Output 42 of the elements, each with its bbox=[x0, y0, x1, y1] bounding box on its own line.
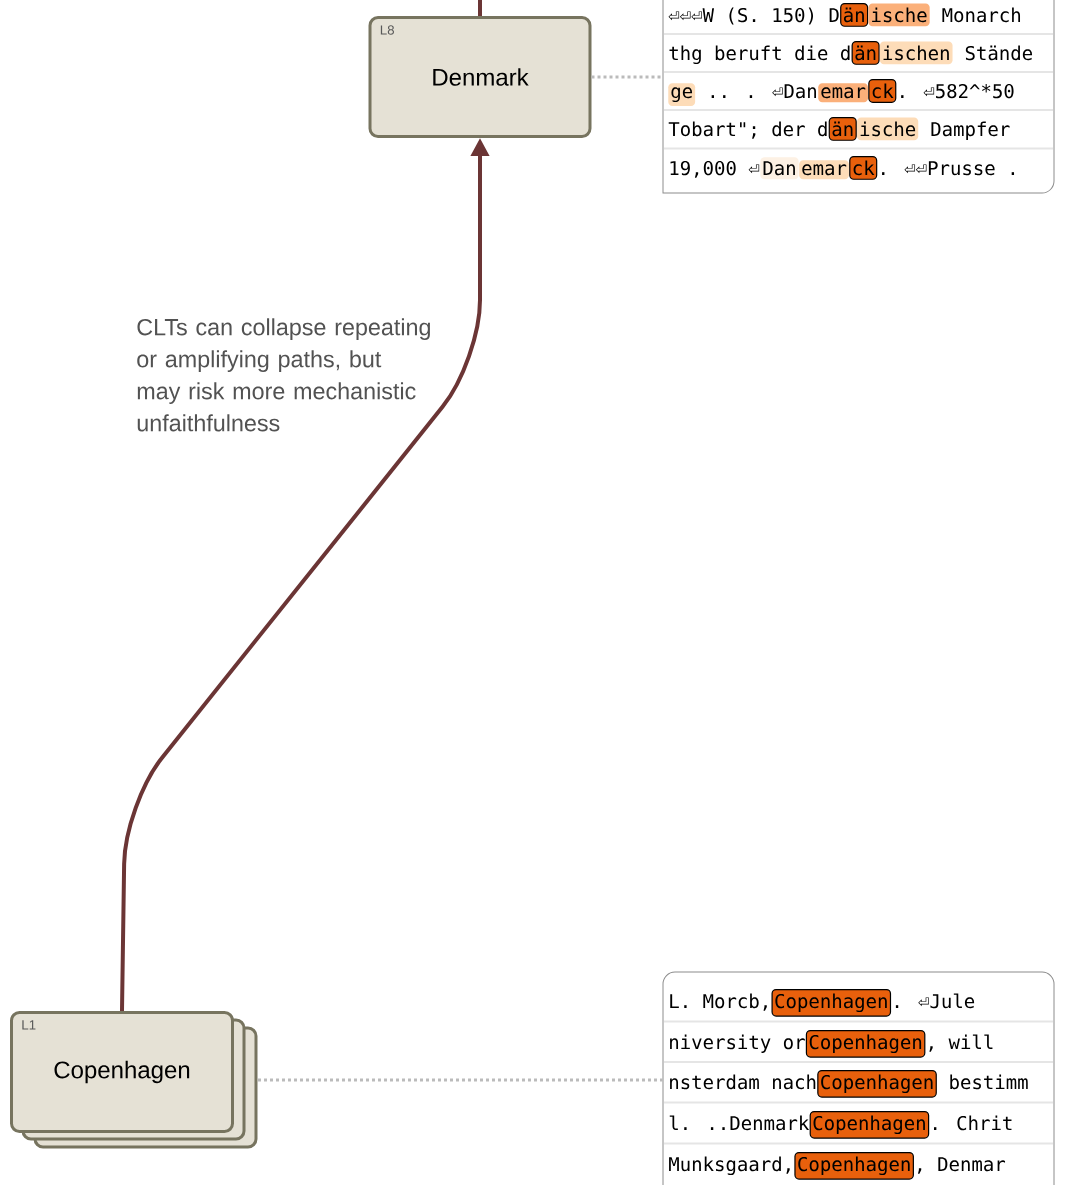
highlighted-token: emar bbox=[818, 83, 868, 103]
snippet-text: . Chrit bbox=[934, 1115, 1012, 1131]
snippet-text: Dampfer bbox=[931, 121, 1010, 140]
snippet-text: Tobart"; der d bbox=[668, 121, 827, 139]
connector-line bbox=[478, 0, 482, 16]
highlighted-token: Copenhagen bbox=[809, 1111, 930, 1139]
snippet-text: 19,000 ⏎ bbox=[670, 160, 760, 178]
snippet-text: Stände bbox=[965, 45, 1033, 61]
highlighted-token: ck bbox=[849, 155, 878, 180]
snippet-text: bestimm bbox=[950, 1074, 1028, 1090]
highlighted-token: Copenhagen bbox=[805, 1030, 926, 1058]
snippet-text: thg beruft die d bbox=[669, 45, 850, 65]
highlighted-token: emar bbox=[799, 160, 849, 180]
snippet-text: niversity or bbox=[670, 1034, 805, 1053]
snippet-text: nsterdam nach bbox=[670, 1074, 816, 1090]
snippet-text: Monarch bbox=[942, 7, 1020, 23]
snippet-text: . ⏎582^*50 bbox=[901, 83, 1014, 99]
layer-label: L8 bbox=[380, 25, 394, 35]
layer-label: L1 bbox=[22, 1020, 36, 1030]
snippet-text: , will bbox=[929, 1034, 993, 1052]
highlighted-token: Copenhagen bbox=[794, 1151, 914, 1180]
highlighted-token: än bbox=[851, 41, 880, 65]
highlighted-token: ge bbox=[668, 83, 696, 107]
highlighted-token: ck bbox=[868, 78, 897, 103]
highlighted-token: ische bbox=[857, 117, 919, 141]
dotted-connector bbox=[591, 75, 663, 79]
snippet-text: . ⏎⏎Prusse . bbox=[882, 161, 1015, 176]
dotted-connector bbox=[258, 1078, 663, 1082]
snippet-text: , Denmar bbox=[917, 1157, 1005, 1174]
snippet-text: L. Morcb, bbox=[670, 993, 767, 1011]
highlighted-token: ische bbox=[868, 3, 930, 27]
highlighted-token: än bbox=[840, 3, 869, 27]
highlighted-token: Copenhagen bbox=[771, 988, 892, 1017]
snippet-text: .. . ⏎Dan bbox=[711, 84, 816, 99]
snippet-text: . ⏎Jule bbox=[895, 993, 975, 1009]
highlighted-token: än bbox=[828, 117, 857, 141]
highlighted-token: Dan bbox=[760, 157, 799, 180]
snippet-text: l. ..Denmark bbox=[669, 1115, 810, 1131]
highlighted-token: Copenhagen bbox=[817, 1070, 937, 1098]
snippet-text: Munksgaard, bbox=[669, 1156, 790, 1176]
edge-label: CLTs can collapse repeating or amplifying paths, but may risk more mechanistic unfaithfulness bbox=[137, 318, 430, 432]
snippet-text: ⏎⏎⏎W (S. 150) D bbox=[668, 7, 839, 25]
